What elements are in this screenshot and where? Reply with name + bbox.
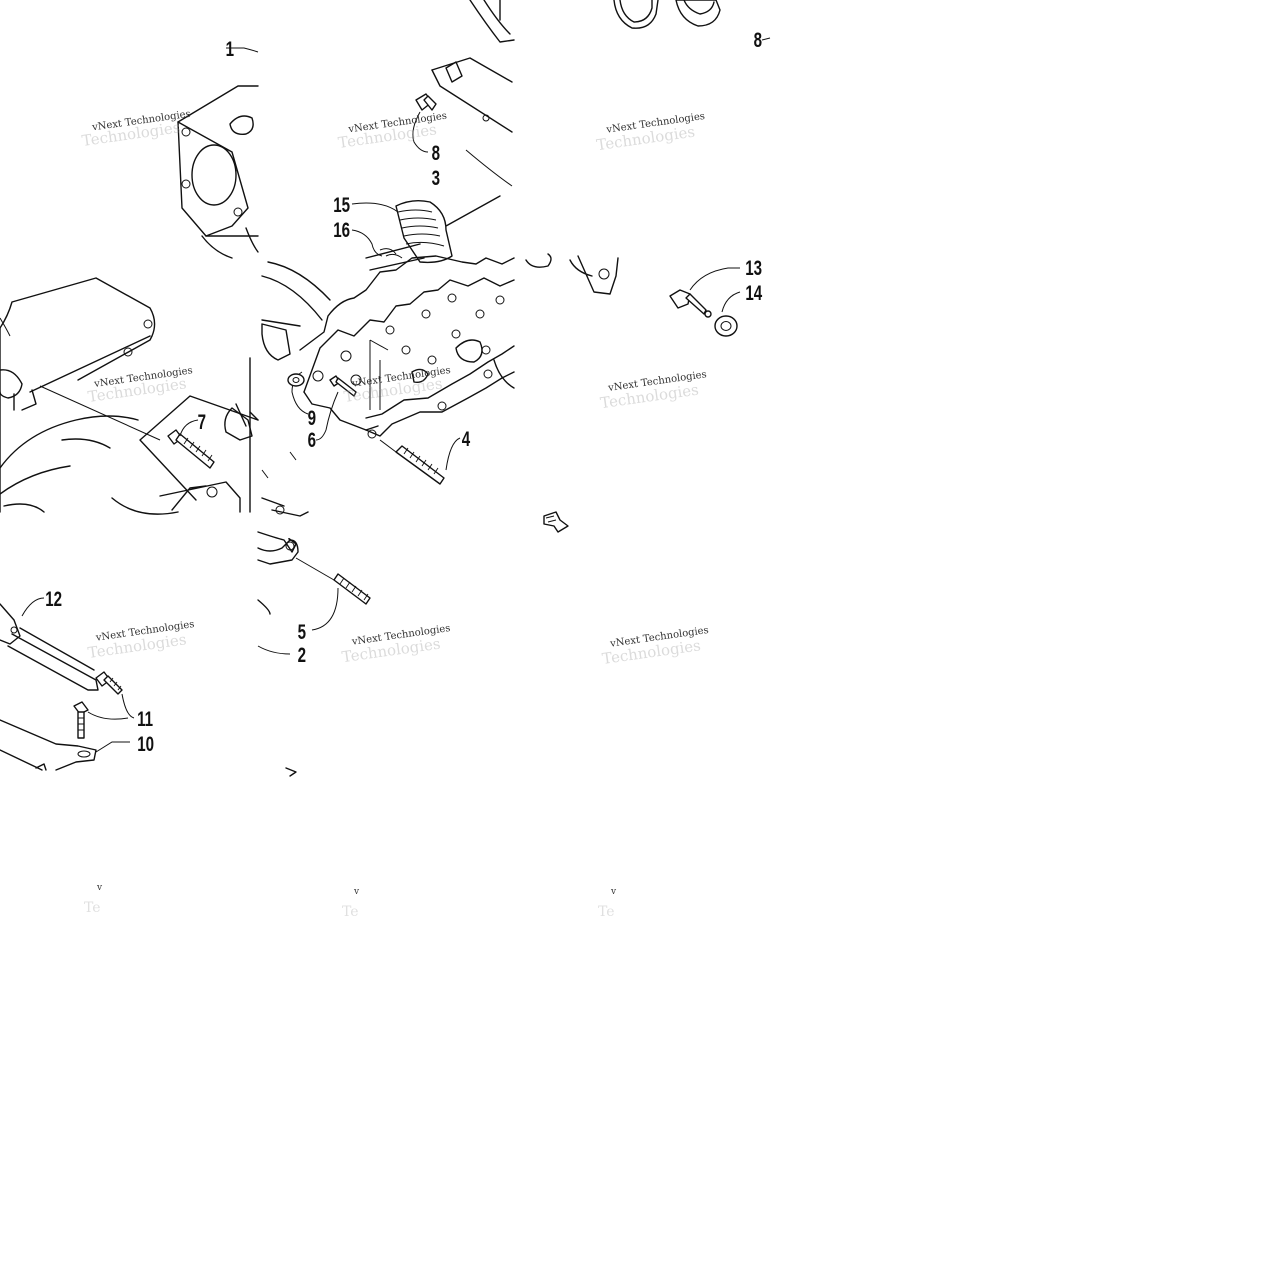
watermark-e: Technologies vNext Technologies <box>343 365 452 406</box>
callout-1: 1 <box>226 36 234 60</box>
hose-fitting-drawing <box>224 403 309 517</box>
watermark-c: Technologies vNext Technologies <box>595 111 705 154</box>
callout-8-upper-right: 8 <box>754 27 762 51</box>
watermark-f: Technologies vNext Technologies <box>599 369 707 412</box>
clamp-15-drawing <box>351 199 453 264</box>
plate-10-drawing <box>0 719 130 771</box>
watermark-cut-text: v <box>353 887 360 897</box>
spring-16-drawing <box>351 229 425 271</box>
grommet-ring-drawing <box>613 0 771 41</box>
callout-13: 13 <box>745 255 762 279</box>
callout-labels: 1 8 8 3 15 16 13 14 7 9 6 4 12 5 2 11 10 <box>45 27 763 755</box>
callout-10: 10 <box>137 731 154 755</box>
stud-4-drawing <box>379 437 461 485</box>
watermark-cut-1: v Te <box>84 883 103 916</box>
callout-15: 15 <box>333 192 350 216</box>
watermark-cut-shadow: Te <box>84 900 101 916</box>
callout-16: 16 <box>333 217 350 241</box>
watermark-a: Technologies vNext Technologies <box>81 109 192 150</box>
flywheel-cover-drawing <box>469 0 515 43</box>
callout-2: 2 <box>298 642 306 666</box>
front-arrow-icon <box>543 511 569 533</box>
callout-3: 3 <box>432 165 440 189</box>
callout-14: 14 <box>745 280 762 304</box>
bolt-11b-drawing <box>73 693 135 739</box>
callout-5: 5 <box>298 619 306 643</box>
watermark-cut-text: v <box>610 887 617 897</box>
watermark-h: Technologies vNext Technologies <box>341 623 451 666</box>
watermark-d: Technologies vNext Technologies <box>87 365 194 406</box>
grommet-14-drawing <box>714 291 741 337</box>
linkage-drawing <box>525 253 619 295</box>
watermark-i: Technologies vNext Technologies <box>601 625 709 668</box>
engine-housing-drawing <box>177 47 259 259</box>
callout-8: 8 <box>432 140 440 164</box>
watermark-g: Technologies vNext Technologies <box>87 619 195 662</box>
watermark-cut-2: v Te <box>342 887 360 920</box>
callout-12: 12 <box>45 586 62 610</box>
watermark-cut-3: v Te <box>598 887 617 920</box>
screw-6-drawing <box>315 375 357 441</box>
exhaust-manifold-drawing <box>0 277 259 515</box>
callout-11: 11 <box>137 706 153 730</box>
gasket-2-drawing <box>257 531 299 655</box>
bracket-12-drawing <box>0 597 99 691</box>
bolt-11a-drawing <box>95 671 123 695</box>
callout-6: 6 <box>308 427 316 451</box>
intake-line-drawing <box>445 195 501 227</box>
watermark-cut-shadow: Te <box>598 904 615 920</box>
callout-4: 4 <box>462 426 471 450</box>
bolt-8-drawing <box>412 93 437 153</box>
watermark-cut-text: v <box>96 883 103 893</box>
bracket-3-drawing <box>431 57 513 187</box>
watermark-cut-shadow: Te <box>342 904 359 920</box>
callout-7: 7 <box>198 409 206 433</box>
bolt-7-drawing <box>167 419 215 469</box>
nut-9-drawing <box>287 373 305 387</box>
stud-5-drawing <box>285 557 371 777</box>
callout-9: 9 <box>308 405 316 429</box>
screw-13-drawing <box>669 267 740 318</box>
